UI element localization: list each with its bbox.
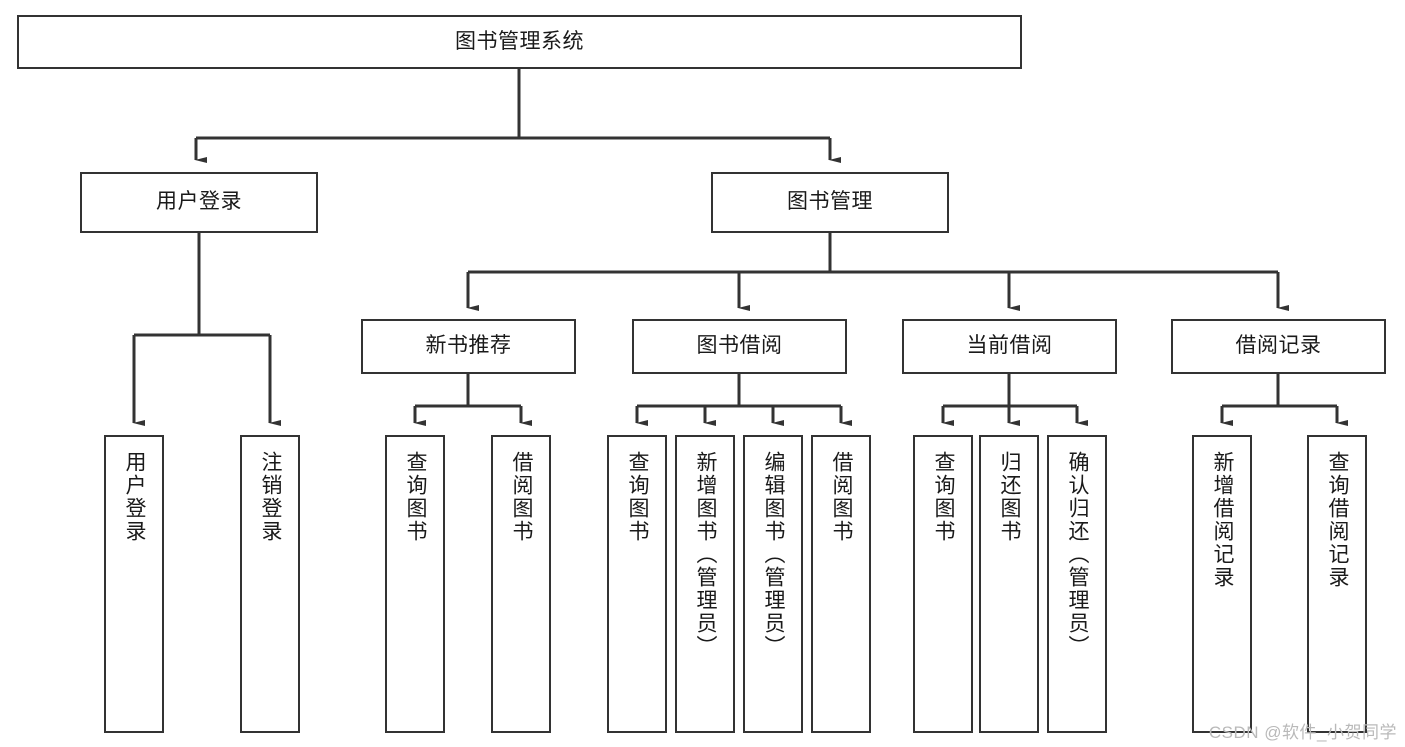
node-leaf-query-book-3[interactable]: 查询图书 [913,435,973,733]
node-borrow-record[interactable]: 借阅记录 [1171,319,1386,374]
node-leaf-user-login[interactable]: 用户登录 [104,435,164,733]
node-book-borrow-label: 图书借阅 [696,334,783,358]
node-leaf-return-book-label: 归还图书 [998,451,1022,543]
node-user-login-label: 用户登录 [156,190,242,214]
node-leaf-logout-login-label: 注销登录 [259,451,283,543]
node-book-manage[interactable]: 图书管理 [711,172,949,233]
node-current-borrow-label: 当前借阅 [966,334,1053,358]
node-leaf-edit-book[interactable]: 编辑图书（管理员） [743,435,803,733]
node-book-manage-label: 图书管理 [787,190,873,214]
node-leaf-user-login-label: 用户登录 [123,451,147,543]
node-leaf-query-book-1-label: 查询图书 [404,451,428,543]
csdn-watermark: CSDN @软件_小贺同学 [1208,723,1397,742]
node-leaf-add-record[interactable]: 新增借阅记录 [1192,435,1252,733]
node-current-borrow[interactable]: 当前借阅 [902,319,1117,374]
node-leaf-query-record-label: 查询借阅记录 [1326,451,1350,589]
node-leaf-query-book-2[interactable]: 查询图书 [607,435,667,733]
node-leaf-borrow-book-2-label: 借阅图书 [830,451,854,543]
node-leaf-borrow-book-1-label: 借阅图书 [510,451,534,543]
node-borrow-record-label: 借阅记录 [1235,334,1322,358]
node-leaf-add-book[interactable]: 新增图书（管理员） [675,435,735,733]
node-leaf-return-book[interactable]: 归还图书 [979,435,1039,733]
node-leaf-edit-book-label: 编辑图书（管理员） [762,451,786,658]
node-leaf-logout-login[interactable]: 注销登录 [240,435,300,733]
node-leaf-add-record-label: 新增借阅记录 [1211,451,1235,589]
node-leaf-query-book-2-label: 查询图书 [626,451,650,543]
node-leaf-borrow-book-1[interactable]: 借阅图书 [491,435,551,733]
node-new-book-recommend-label: 新书推荐 [425,334,512,358]
node-leaf-query-record[interactable]: 查询借阅记录 [1307,435,1367,733]
node-leaf-borrow-book-2[interactable]: 借阅图书 [811,435,871,733]
node-book-borrow[interactable]: 图书借阅 [632,319,847,374]
node-new-book-recommend[interactable]: 新书推荐 [361,319,576,374]
node-leaf-query-book-3-label: 查询图书 [932,451,956,543]
node-root[interactable]: 图书管理系统 [17,15,1022,69]
node-root-label: 图书管理系统 [455,29,584,53]
node-user-login[interactable]: 用户登录 [80,172,318,233]
node-leaf-confirm-return[interactable]: 确认归还（管理员） [1047,435,1107,733]
node-leaf-confirm-return-label: 确认归还（管理员） [1066,451,1090,658]
node-leaf-query-book-1[interactable]: 查询图书 [385,435,445,733]
node-leaf-add-book-label: 新增图书（管理员） [694,451,718,658]
